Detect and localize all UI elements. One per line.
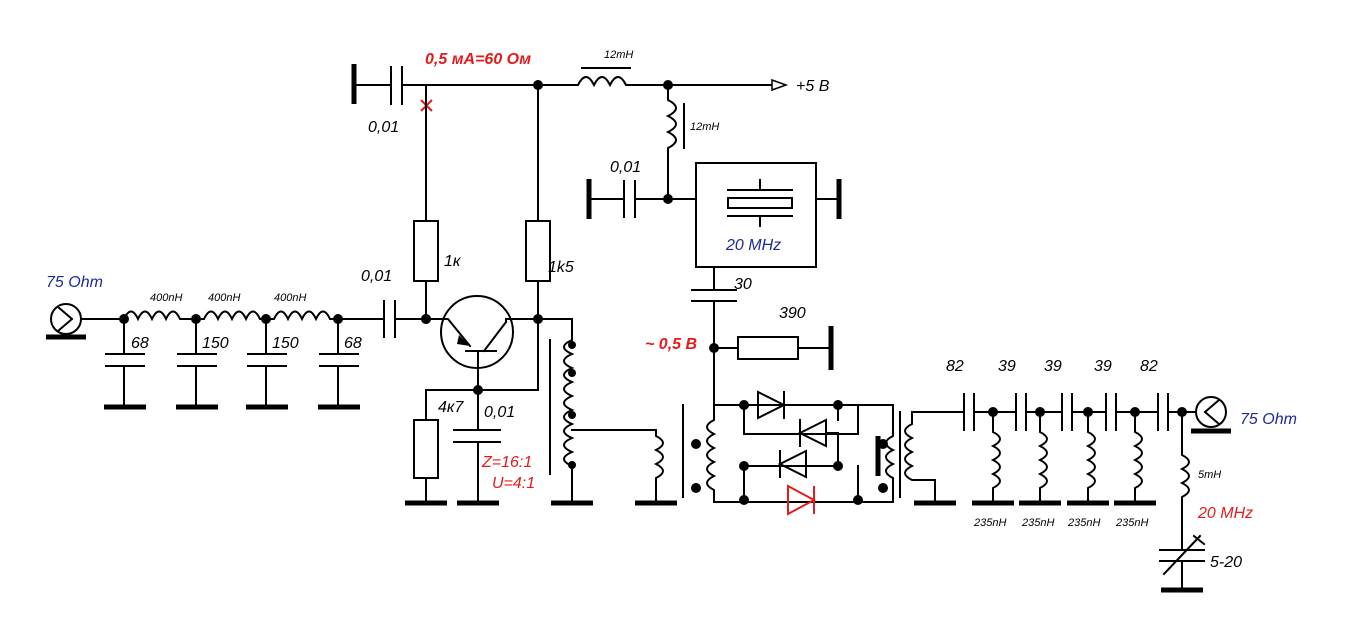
lpf-inductor-3-label: 400nH: [274, 292, 306, 304]
collector-resistor-label: 1k5: [548, 259, 574, 276]
trimmer-label: 5-20: [1210, 554, 1242, 571]
collector-resistor: [525, 220, 551, 282]
lpf-inductor-1-label: 400nH: [150, 292, 182, 304]
bpf-cap-3-label: 39: [1044, 358, 1062, 375]
bpf-cap-5-label: 82: [1140, 358, 1158, 375]
bpf-shunt-inductors: [972, 411, 1156, 506]
bpf-cap-1-label: 82: [946, 358, 964, 375]
bpf-inductor-2-label: 235nH: [1021, 517, 1054, 529]
lpf-cap-4-label: 68: [344, 335, 362, 352]
supply-arrow-icon: [771, 78, 789, 92]
trap-frequency-label: 20 MHz: [1197, 505, 1253, 522]
input-connector: [46, 303, 86, 340]
output-impedance-label: 75 Ohm: [1240, 411, 1297, 428]
coupling-capacitor: [337, 300, 427, 338]
bpf-inductor-4-label: 235nH: [1115, 517, 1148, 529]
lpf-cap-1-label: 68: [131, 335, 149, 352]
voltage-ratio-label: U=4:1: [492, 475, 535, 492]
bias-resistor-label: 390: [779, 305, 806, 322]
bpf-cap-2-label: 39: [998, 358, 1016, 375]
lpf-inductor-3: [265, 310, 339, 322]
supply-cap-label: 0,01: [368, 119, 399, 136]
crystal-icon: [727, 179, 793, 227]
reference-cap-label: 0,01: [610, 159, 641, 176]
crystal-oscillator-box: [695, 162, 817, 268]
bias-voltage-label: ~ 0,5 В: [645, 336, 697, 353]
emitter-resistor-label: 4к7: [438, 399, 464, 416]
mixer-input-transformer: [653, 429, 664, 503]
emitter-cap-label: 0,01: [484, 404, 515, 421]
lpf-inductor-2: [195, 310, 267, 322]
reference-coupling-cap-label: 30: [734, 276, 752, 293]
supply-decoupling-cap: [353, 66, 539, 105]
crystal-frequency-label: 20 MHz: [725, 237, 781, 254]
trap-inductor-label: 5mH: [1198, 469, 1221, 481]
emitter-resistor: [413, 419, 439, 479]
reference-choke-label: 12mH: [690, 121, 719, 133]
emitter-capacitor: [453, 429, 501, 503]
impedance-ratio-label: Z=16:1: [481, 454, 532, 471]
trimmer-capacitor: [1159, 534, 1206, 593]
reference-coupling-cap: [691, 266, 737, 406]
bpf-inductor-3-label: 235nH: [1067, 517, 1100, 529]
current-note: 0,5 мА=60 Ом: [425, 51, 531, 68]
lpf-shunt-caps: [104, 318, 360, 410]
lpf-inductor-1: [122, 310, 197, 322]
base-resistor: [413, 220, 439, 282]
input-impedance-label: 75 Ohm: [46, 274, 103, 291]
reference-choke: [665, 84, 677, 200]
supply-choke: [537, 76, 669, 88]
output-connector: [1191, 396, 1231, 434]
transistor: [425, 295, 573, 391]
supply-voltage-label: +5 В: [796, 78, 830, 95]
trap-inductor: [1179, 411, 1190, 551]
reference-decoupling-cap: [588, 180, 697, 218]
red-diode: [787, 484, 817, 516]
bpf-inductor-1-label: 235nH: [973, 517, 1006, 529]
output-autotransformer: [563, 318, 575, 503]
coupling-cap-label: 0,01: [361, 268, 392, 285]
lpf-cap-2-label: 150: [202, 335, 229, 352]
base-resistor-label: 1к: [444, 253, 462, 270]
bias-resistor: [737, 336, 799, 360]
lpf-inductor-2-label: 400nH: [208, 292, 240, 304]
lpf-cap-3-label: 150: [272, 335, 299, 352]
bpf-cap-4-label: 39: [1094, 358, 1112, 375]
supply-choke-label: 12mH: [604, 49, 633, 61]
diode-ring: [739, 390, 863, 505]
